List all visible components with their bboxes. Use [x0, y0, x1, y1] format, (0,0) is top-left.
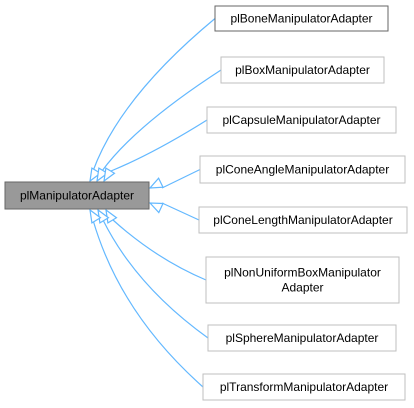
derived-class-box[interactable] — [205, 256, 400, 304]
inheritance-edge — [112, 219, 207, 281]
arrowhead — [89, 167, 102, 183]
derived-class-label: plSphereManipulatorAdapter — [226, 331, 379, 345]
inheritance-edge — [161, 168, 201, 189]
inheritance-edge — [102, 219, 209, 339]
derived-class-box[interactable] — [202, 373, 406, 401]
arrowhead — [103, 167, 116, 183]
inheritance-edge — [92, 219, 204, 388]
derived-class-label: plConeAngleManipulatorAdapter — [216, 163, 389, 177]
derived-class-node[interactable]: plBoneManipulatorAdapter — [214, 5, 389, 32]
derived-class-label: plTransformManipulatorAdapter — [220, 380, 388, 394]
derived-class-label: plConeLengthManipulatorAdapter — [213, 213, 392, 227]
derived-class-box[interactable] — [206, 106, 397, 134]
base-class-node[interactable] — [4, 181, 150, 210]
derived-class-label: plBoxManipulatorAdapter — [235, 63, 370, 77]
derived-class-box[interactable] — [199, 155, 406, 184]
derived-class-node[interactable]: plConeLengthManipulatorAdapter — [198, 206, 408, 234]
derived-class-label: plNonUniformBoxManipulator — [224, 266, 381, 280]
derived-class-box[interactable] — [207, 324, 397, 352]
inheritance-edge — [110, 119, 208, 172]
arrowhead — [96, 167, 109, 183]
arrowhead — [148, 177, 164, 189]
derived-class-label: plCapsuleManipulatorAdapter — [222, 113, 380, 127]
inheritance-edge — [161, 202, 200, 221]
inheritance-edges — [89, 18, 222, 388]
derived-class-label: Adapter — [281, 281, 323, 295]
derived-class-box[interactable] — [198, 206, 408, 234]
arrowhead — [148, 202, 164, 214]
class-nodes: plManipulatorAdapter plBoneManipulatorAda… — [4, 5, 408, 401]
derived-class-node[interactable]: plBoxManipulatorAdapter — [220, 56, 385, 84]
derived-class-node[interactable]: plTransformManipulatorAdapter — [202, 373, 406, 401]
arrowhead — [89, 208, 102, 224]
derived-class-node[interactable]: plConeAngleManipulatorAdapter — [199, 155, 406, 184]
inheritance-edge — [92, 18, 216, 172]
derived-class-box[interactable] — [214, 5, 389, 32]
base-class-label: plManipulatorAdapter — [20, 189, 134, 203]
derived-class-label: plBoneManipulatorAdapter — [230, 12, 372, 26]
derived-class-node[interactable]: plSphereManipulatorAdapter — [207, 324, 397, 352]
inheritance-edge — [101, 69, 222, 172]
derived-class-node[interactable]: plCapsuleManipulatorAdapter — [206, 106, 397, 134]
derived-class-box[interactable] — [220, 56, 385, 84]
